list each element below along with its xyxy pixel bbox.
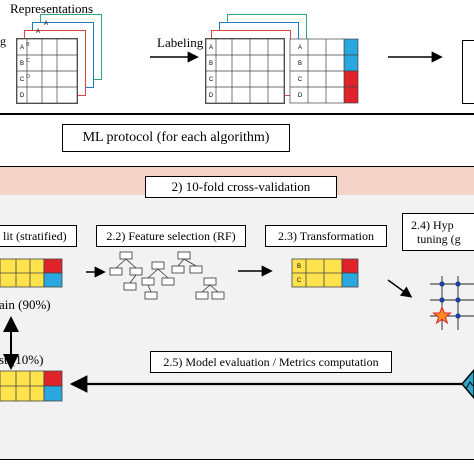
back-b: B [26, 42, 30, 48]
train-label: ain (90%) [0, 297, 51, 312]
labeled-row-letters: A B C D A B C D [209, 45, 303, 99]
back-letter-a: A [36, 29, 40, 35]
hyper-line-1: 2.4) Hyp [411, 218, 454, 232]
representation-grid [16, 38, 78, 104]
label-cell-1 [343, 38, 359, 56]
hyper-line-2: tuning (g [417, 232, 461, 246]
back-d: D [26, 74, 30, 80]
transform-grid: B C [291, 258, 359, 288]
labeled-letter-a: A [209, 45, 213, 51]
dataset-box-edge [462, 40, 474, 104]
labeled-letter-b: B [209, 61, 213, 67]
labeled-letter-b2: B [298, 61, 302, 67]
step-model-evaluation: 2.5) Model evaluation / Metrics computat… [150, 351, 392, 373]
cv-title: 2) 10-fold cross-validation [145, 176, 337, 198]
step-transformation: 2.3) Transformation [265, 225, 387, 247]
transform-row-b: B [297, 264, 301, 270]
row-letter-d: D [20, 93, 25, 99]
back-c: C [26, 58, 30, 64]
model-check-icon [465, 381, 474, 390]
labeled-grid [205, 38, 285, 104]
protocol-title: ML protocol (for each algorithm) [62, 124, 290, 152]
labeling-label: Labeling [157, 35, 204, 50]
labeled-letter-d: D [209, 93, 214, 99]
row-letter-b: B [20, 61, 24, 67]
labeled-letter-d2: D [298, 93, 303, 99]
top-divider [0, 113, 474, 115]
step-feature-selection: 2.2) Feature selection (RF) [96, 225, 246, 247]
test-grid [0, 370, 63, 402]
row-letter-a: A [20, 45, 24, 51]
step-split: lit (stratified) [0, 225, 77, 247]
step-hyperparameter-tuning: 2.4) Hyp tuning (g [402, 213, 474, 251]
train-grid [0, 258, 63, 288]
back-sheet-letters: B C D [26, 42, 30, 80]
label-cell-4 [343, 86, 359, 104]
model-diamond-icon [461, 368, 474, 400]
labeled-letter-c: C [209, 77, 214, 83]
cv-panel [0, 166, 474, 460]
decision-tree-icons [109, 251, 225, 300]
transform-to-tuning-arrow [387, 279, 413, 298]
label-column [289, 38, 359, 104]
label-cell-3 [343, 70, 359, 88]
best-point-star-icon [432, 305, 452, 325]
left-edge-glyph: g [0, 34, 6, 48]
back-letter-a2: A [44, 21, 48, 27]
representation-row-letters: A B C D A A [20, 21, 48, 99]
transform-row-c: C [297, 278, 302, 284]
label-cell-2 [343, 54, 359, 72]
labeled-letter-a2: A [298, 45, 302, 51]
labeled-letter-c2: C [298, 77, 303, 83]
row-letter-c: C [20, 77, 25, 83]
representations-label: Representations [10, 1, 94, 16]
grid-search-points [439, 281, 461, 319]
